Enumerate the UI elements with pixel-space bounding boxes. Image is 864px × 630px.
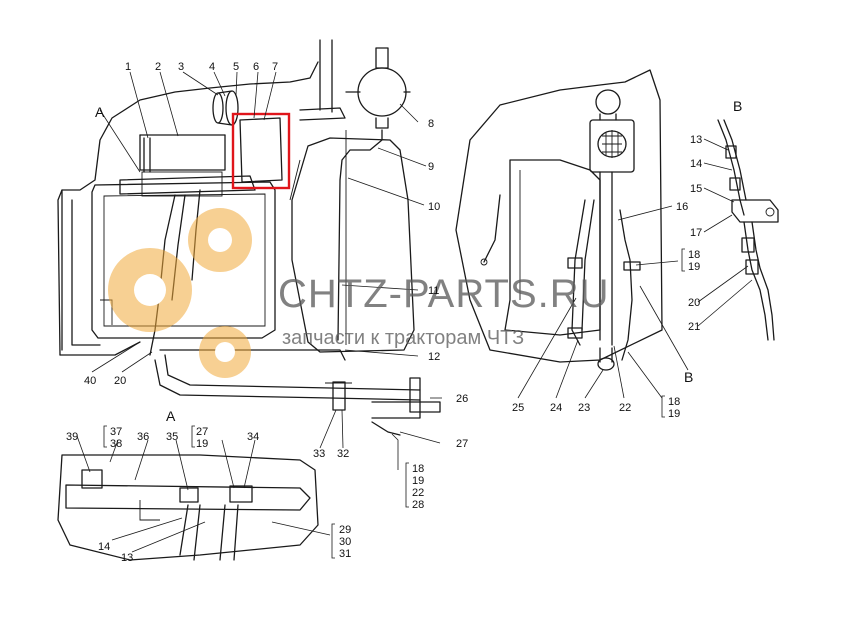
highlight-box: [231, 112, 291, 190]
callout-26: 26: [456, 393, 468, 405]
callout-5: 5: [233, 61, 239, 73]
right-view-drawing: [455, 69, 663, 371]
callout-group2-31: 31: [339, 548, 351, 560]
callout-20: 20: [114, 375, 126, 387]
callout-2: 2: [155, 61, 161, 73]
callout-35: 35: [166, 431, 178, 443]
callout-16: 16: [676, 201, 688, 213]
callout-9: 9: [428, 161, 434, 173]
callout-group2-29: 29: [339, 524, 351, 536]
callout-12: 12: [428, 351, 440, 363]
callout-38: 38: [110, 438, 122, 450]
callout-6: 6: [253, 61, 259, 73]
callout-3: 3: [178, 61, 184, 73]
view-b-drawing: [717, 119, 779, 341]
callout-14-b: 14: [690, 158, 702, 170]
callout-40: 40: [84, 375, 96, 387]
gear-watermark: [108, 208, 252, 378]
callout-14-detail: 14: [98, 541, 110, 553]
view-label-a-detail: A: [166, 408, 176, 424]
leader-lines: [76, 71, 753, 553]
callout-19-b: 19: [688, 261, 700, 273]
callout-group1-18: 18: [412, 463, 424, 475]
callout-19-detail: 19: [196, 438, 208, 450]
callout-1: 1: [125, 61, 131, 73]
callout-27: 27: [456, 438, 468, 450]
callout-15: 15: [690, 183, 702, 195]
callout-11: 11: [428, 285, 439, 297]
callout-36: 36: [137, 431, 149, 443]
callout-13-b: 13: [690, 134, 702, 146]
callout-37: 37: [110, 426, 122, 438]
callout-17: 17: [690, 227, 702, 239]
callout-numbers: 1 2 3 4 5 6 7 8 9 10 11 12 40 20 26 33 3…: [66, 61, 702, 564]
callout-21: 21: [688, 321, 700, 333]
watermark-tagline: запчасти к тракторам ЧТЗ: [282, 327, 524, 349]
detail-a-drawing: [57, 454, 319, 561]
callout-group1-28: 28: [412, 499, 424, 511]
callout-group1-22: 22: [412, 487, 424, 499]
callout-24: 24: [550, 402, 562, 414]
callout-19-lower: 19: [668, 408, 680, 420]
callout-25: 25: [512, 402, 524, 414]
callout-8: 8: [428, 118, 434, 130]
callout-23: 23: [578, 402, 590, 414]
view-label-b: B: [733, 98, 742, 114]
callout-32: 32: [337, 448, 349, 460]
callout-20-b: 20: [688, 297, 700, 309]
callout-22: 22: [619, 402, 631, 414]
callout-18-b: 18: [688, 249, 700, 261]
callout-34: 34: [247, 431, 259, 443]
callout-13-detail: 13: [121, 552, 133, 564]
callout-33: 33: [313, 448, 325, 460]
callout-18-lower: 18: [668, 396, 680, 408]
callout-27-detail: 27: [196, 426, 208, 438]
view-label-b-lower: B: [684, 369, 693, 385]
callout-group1-19: 19: [412, 475, 424, 487]
callout-10: 10: [428, 201, 440, 213]
callout-7: 7: [272, 61, 278, 73]
watermark-brand: CHTZ-PARTS.RU: [278, 272, 610, 316]
callout-group2-30: 30: [339, 536, 351, 548]
callout-4: 4: [209, 61, 215, 73]
callout-39: 39: [66, 431, 78, 443]
view-label-a: A: [95, 104, 105, 120]
